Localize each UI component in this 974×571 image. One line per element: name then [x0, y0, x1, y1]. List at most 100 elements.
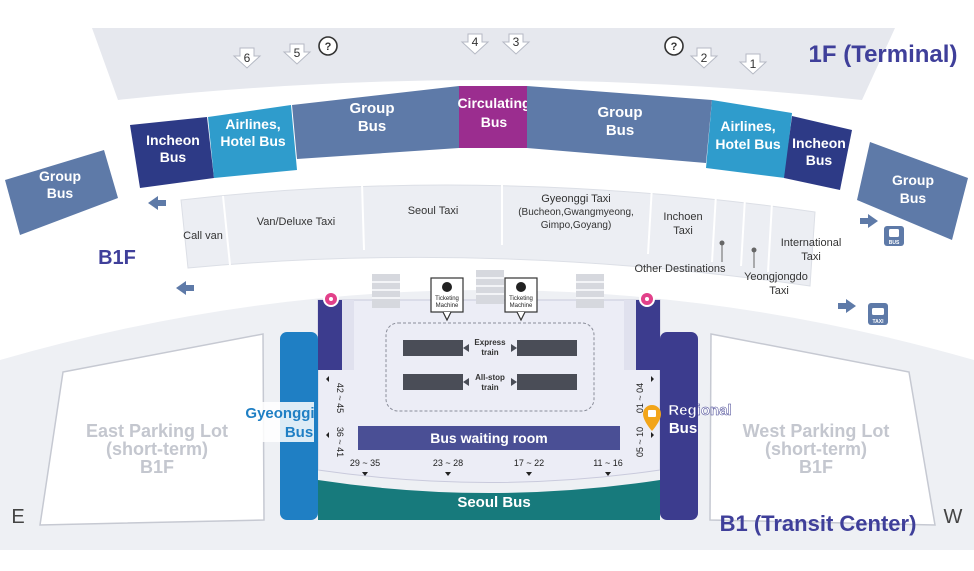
svg-text:Other Destinations: Other Destinations — [634, 263, 726, 275]
svg-text:Bus: Bus — [669, 420, 697, 437]
gate-6: 6 — [232, 47, 262, 69]
svg-text:Gyeonggi: Gyeonggi — [245, 405, 314, 422]
svg-text:TAXI: TAXI — [872, 319, 884, 325]
compass-west: W — [944, 506, 963, 528]
gate-number: 3 — [513, 35, 520, 49]
svg-text:Machine: Machine — [510, 303, 533, 309]
restroom-marker-icon — [639, 291, 655, 307]
svg-text:Airlines,: Airlines, — [720, 118, 775, 134]
bus-zone-circulating: Circulating Bus — [457, 86, 531, 148]
taxi-band — [180, 184, 816, 287]
svg-text:(short-term): (short-term) — [765, 439, 867, 459]
ticketing-machine-right: Ticketing Machine — [504, 277, 538, 322]
ticketing-machine-left: Ticketing Machine — [430, 277, 464, 322]
allstop-train: All-stop train — [403, 373, 577, 392]
svg-text:11 ~ 16: 11 ~ 16 — [593, 458, 623, 468]
pointer-dot-icon — [751, 247, 757, 253]
svg-text:(Bucheon,Gwangmyeong,: (Bucheon,Gwangmyeong, — [518, 207, 634, 218]
entry-arrow-icon — [838, 299, 856, 313]
gate-number: 4 — [472, 35, 479, 49]
svg-text:Taxi: Taxi — [769, 285, 789, 297]
gate-arrow-icon — [460, 33, 490, 55]
bus-zone-regional: Regional Bus — [660, 332, 732, 520]
bus-zone-seoul: Seoul Bus — [318, 480, 660, 520]
taxi-zone-incheon: Inchoen Taxi — [663, 211, 702, 237]
svg-text:West Parking Lot: West Parking Lot — [743, 421, 890, 441]
svg-text:Airlines,: Airlines, — [225, 116, 280, 132]
svg-text:Taxi: Taxi — [801, 251, 821, 263]
svg-text:Ticketing: Ticketing — [435, 296, 459, 302]
ticket-icon — [442, 282, 452, 292]
svg-text:Incheon: Incheon — [146, 132, 200, 148]
transit-title: B1 (Transit Center) — [720, 511, 917, 536]
svg-text:Gimpo,Goyang): Gimpo,Goyang) — [541, 220, 612, 231]
svg-text:International: International — [781, 237, 842, 249]
svg-text:Gyeonggi Taxi: Gyeonggi Taxi — [541, 193, 611, 205]
bus-location-pin-icon — [643, 405, 661, 431]
entry-arrow-icon — [860, 214, 878, 228]
svg-text:All-stop: All-stop — [475, 373, 505, 382]
svg-text:Bus: Bus — [900, 190, 927, 206]
express-train: Express train — [403, 338, 577, 357]
bus-zone-gyeonggi: Gyeonggi Bus — [245, 332, 318, 520]
bus-zone-group-far-left: Group Bus — [5, 150, 118, 235]
gate-2: 2 — [689, 47, 719, 69]
taxi-zone-yeongjongdo: Yeongjongdo Taxi — [744, 247, 808, 297]
svg-text:01 ~ 04: 01 ~ 04 — [635, 383, 645, 413]
west-parking-lot: West Parking Lot (short-term) B1F — [709, 333, 936, 526]
taxi-zone-call-van: Call van — [183, 230, 223, 242]
svg-text:42 ~ 45: 42 ~ 45 — [335, 383, 345, 413]
pointer-dot-icon — [719, 240, 725, 246]
svg-text:Bus: Bus — [606, 122, 634, 139]
bus-sign-icon: BUS — [884, 226, 904, 246]
left-arrow-icon — [463, 344, 469, 352]
svg-text:BUS: BUS — [889, 240, 900, 246]
svg-text:Hotel Bus: Hotel Bus — [220, 133, 286, 149]
svg-text:Bus: Bus — [358, 118, 386, 135]
bus-zone-incheon-right: Incheon Bus — [784, 116, 852, 190]
svg-text:Yeongjongdo: Yeongjongdo — [744, 271, 808, 283]
exit-arrow-icon — [148, 196, 166, 210]
svg-text:Bus: Bus — [47, 185, 74, 201]
svg-text:Hotel Bus: Hotel Bus — [715, 136, 781, 152]
gate-number: 2 — [701, 51, 708, 65]
svg-text:Incheon: Incheon — [792, 135, 846, 151]
svg-text:23 ~ 28: 23 ~ 28 — [433, 458, 463, 468]
svg-text:Seoul Bus: Seoul Bus — [457, 494, 530, 511]
taxi-zone-international: International Taxi — [781, 237, 842, 263]
gate-arrow-icon — [282, 43, 312, 65]
svg-text:Group: Group — [350, 100, 395, 117]
svg-text:Circulating: Circulating — [457, 95, 530, 111]
bus-zone-group-right: Group Bus — [527, 86, 712, 163]
exit-arrow-icon — [176, 281, 194, 295]
restroom-marker-icon — [323, 291, 339, 307]
right-arrow-icon — [511, 344, 517, 352]
svg-text:?: ? — [325, 41, 332, 53]
gate-arrow-icon — [738, 53, 768, 75]
svg-text:Ticketing: Ticketing — [509, 296, 533, 302]
svg-text:29 ~ 35: 29 ~ 35 — [350, 458, 380, 468]
left-platform-labels: 42 ~ 45 36 ~ 41 — [326, 376, 345, 457]
svg-text:B1F: B1F — [799, 457, 833, 477]
gate-arrow-icon — [689, 47, 719, 69]
svg-text:Bus: Bus — [481, 114, 508, 130]
taxi-zone-van-deluxe: Van/Deluxe Taxi — [257, 216, 335, 228]
left-arrow-icon — [463, 378, 469, 386]
bus-zone-airlines-right: Airlines, Hotel Bus — [706, 100, 792, 178]
svg-text:Bus waiting room: Bus waiting room — [430, 430, 547, 446]
svg-text:(short-term): (short-term) — [106, 439, 208, 459]
svg-text:East Parking Lot: East Parking Lot — [86, 421, 228, 441]
gate-number: 6 — [244, 51, 251, 65]
bus-zone-incheon-left: Incheon Bus — [130, 117, 214, 188]
bus-waiting-room: Bus waiting room — [358, 426, 620, 450]
bus-zone-airlines-left: Airlines, Hotel Bus — [208, 105, 297, 178]
svg-text:Regional: Regional — [668, 402, 731, 419]
gate-4: 4 — [460, 33, 490, 55]
gate-1: 1 — [738, 53, 768, 75]
compass-east: E — [11, 506, 24, 528]
svg-text:Express: Express — [474, 338, 506, 347]
taxi-zone-other-destinations: Other Destinations — [634, 240, 726, 275]
svg-text:?: ? — [671, 41, 678, 53]
stairs-lines — [372, 277, 604, 299]
